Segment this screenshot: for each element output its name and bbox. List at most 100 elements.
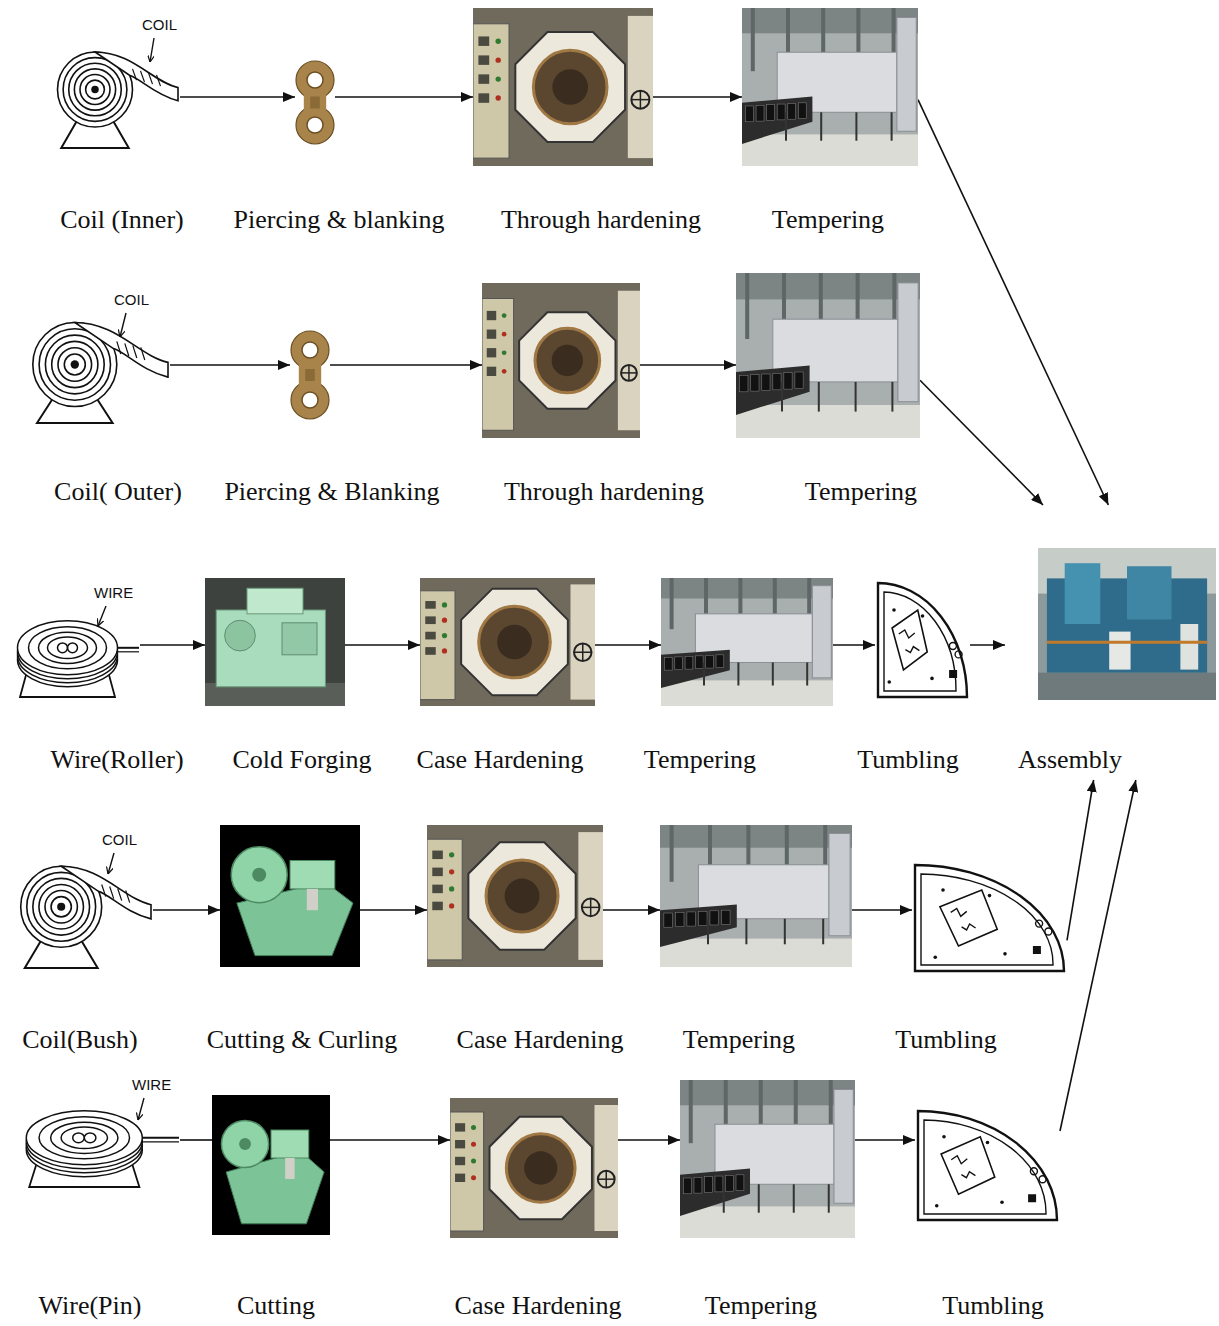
control-cabinet — [812, 586, 831, 678]
valve-wheel — [582, 899, 600, 917]
step-illustration — [205, 578, 345, 706]
furnace-door — [515, 32, 625, 142]
wire-core — [68, 643, 78, 653]
step-illustration — [661, 578, 833, 706]
panel-gauge — [455, 1140, 465, 1148]
wire-turn — [18, 621, 118, 675]
furnace-port — [535, 328, 600, 393]
flow-arrow — [640, 364, 736, 366]
panel-lamp — [496, 38, 501, 43]
frame-leg — [891, 382, 893, 412]
tumbler-scribble — [899, 630, 920, 653]
hall-pillar — [751, 8, 755, 71]
flywheel — [231, 847, 287, 903]
belt-tray — [716, 655, 724, 668]
belt-tray — [756, 105, 764, 121]
valve-wheel — [598, 1171, 615, 1188]
step-caption: Wire(Pin) — [39, 1291, 142, 1321]
step-illustration — [912, 862, 1067, 974]
strip-hatch — [157, 75, 161, 86]
tumbler-media — [930, 677, 934, 681]
flow-arrow — [335, 96, 473, 98]
process-step: Coil( Outer) — [30, 315, 170, 425]
coil-ring — [45, 891, 77, 923]
belt-tray — [698, 911, 707, 925]
step-illustration — [1038, 548, 1216, 700]
process-step: Coil(Bush) — [18, 855, 153, 970]
valve-wheel — [621, 365, 637, 381]
wire-core — [84, 1133, 96, 1143]
frame-leg — [784, 919, 786, 945]
step-illustration — [915, 1108, 1060, 1223]
panel-gauge — [478, 55, 489, 64]
tumbler-media — [941, 888, 945, 892]
step-illustration — [680, 1080, 855, 1238]
panel-lamp — [502, 332, 507, 337]
step-illustration — [427, 825, 603, 967]
furnace-panel — [482, 299, 514, 431]
tumbler-knob — [1039, 1176, 1046, 1183]
step-caption: Piercing & blanking — [234, 205, 445, 235]
frame-leg — [745, 919, 747, 945]
tumbler-switch — [1028, 1194, 1036, 1202]
flow-arrow — [1060, 780, 1136, 1131]
step-illustration — [660, 825, 852, 967]
coil-ring — [58, 348, 92, 382]
step-illustration — [290, 330, 330, 420]
control-cabinet — [829, 834, 850, 936]
machine-frame — [1065, 563, 1101, 624]
belt-tray — [664, 657, 672, 670]
belt-tray — [751, 375, 759, 392]
furnace-side — [571, 584, 596, 699]
belt-tray — [715, 1176, 723, 1192]
flow-arrow — [918, 100, 1108, 505]
frame-leg — [855, 382, 857, 412]
tumbler-load — [941, 1137, 995, 1195]
panel-gauge — [478, 93, 489, 102]
belt-tray — [675, 912, 684, 926]
photo-ground — [482, 283, 640, 438]
step-caption: Tumbling — [895, 1025, 997, 1055]
leader-line — [108, 853, 114, 874]
photo-ground — [212, 1095, 330, 1235]
photo-ground — [205, 578, 345, 706]
photo-ground — [420, 578, 595, 706]
panel-lamp — [496, 57, 501, 62]
process-step: Assembly — [1005, 505, 1216, 780]
valve-spoke — [590, 899, 592, 917]
flywheel-hub — [252, 868, 266, 882]
panel-lamp — [496, 76, 501, 81]
flow-arrow — [360, 909, 427, 911]
material-label: COIL — [100, 831, 139, 849]
flow-arrow — [603, 909, 660, 911]
conveyor-belt — [742, 96, 812, 143]
panel-lamp — [442, 618, 447, 623]
step-caption: Piercing & Blanking — [224, 477, 439, 507]
frame-leg — [891, 112, 893, 140]
furnace-side — [594, 1105, 618, 1231]
belt-tray — [740, 375, 748, 392]
wire-turn — [48, 637, 88, 659]
panel-gauge — [478, 74, 489, 83]
panel-gauge — [478, 36, 489, 45]
process-step: Case Hardening — [420, 578, 595, 706]
link-mark — [305, 369, 315, 381]
link-hole — [307, 117, 323, 133]
step-caption: Assembly — [1018, 745, 1122, 775]
wire-end — [118, 651, 140, 652]
belt-tray — [736, 1175, 744, 1191]
conveyor-belt — [660, 905, 737, 948]
frame-leg — [822, 919, 824, 945]
flow-arrow — [855, 1139, 915, 1141]
step-caption: Cutting & Curling — [207, 1025, 398, 1055]
panel-lamp — [502, 313, 507, 318]
process-step: Through hardening — [482, 283, 640, 438]
strip-hatch — [118, 888, 122, 900]
wire-turn — [29, 627, 107, 669]
coil-ring — [39, 884, 84, 929]
furnace-panel — [473, 24, 509, 158]
furnace-side — [628, 16, 653, 158]
step-illustration — [212, 1095, 330, 1235]
photo-ground — [736, 273, 920, 438]
